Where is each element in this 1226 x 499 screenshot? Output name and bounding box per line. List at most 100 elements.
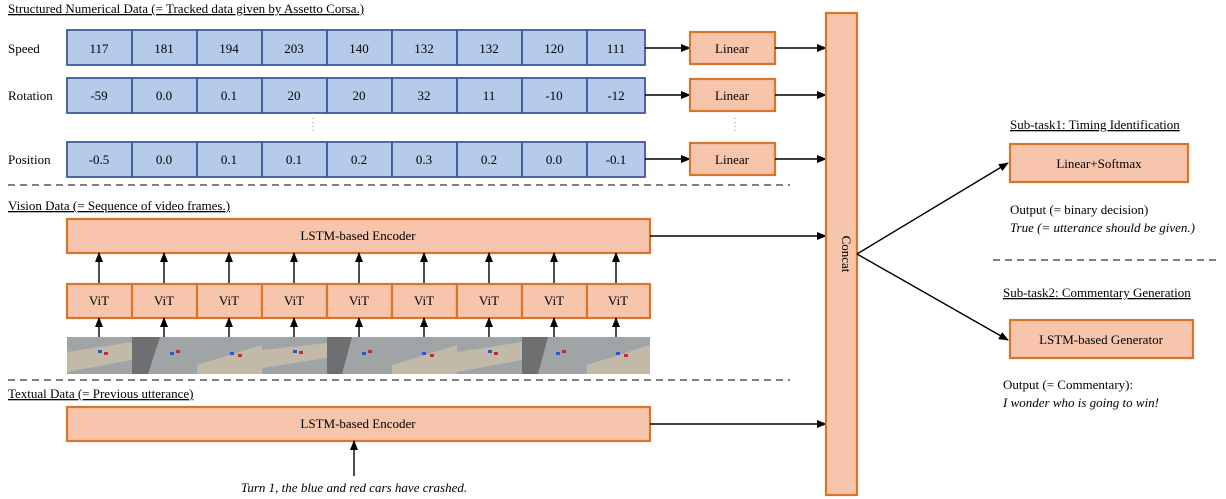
position-cell <box>66 141 133 178</box>
rotation-cell <box>456 77 523 114</box>
vit-label: ViT <box>544 293 564 308</box>
rotation-value: 20 <box>288 88 301 103</box>
rotation-row: -59 0.0 0.1 20 20 32 11 -10 -12 <box>66 77 646 114</box>
position-cell <box>586 141 646 178</box>
vit-label: ViT <box>219 293 239 308</box>
numerical-section-title: Structured Numerical Data (= Tracked dat… <box>8 1 364 16</box>
linear-label: Linear <box>715 152 750 167</box>
vit-box <box>390 282 459 320</box>
linear-label: Linear <box>715 41 750 56</box>
rotation-cell <box>261 77 328 114</box>
textual-section-title: Textual Data (= Previous utterance) <box>8 386 193 401</box>
lstm-generator-box <box>1008 318 1195 360</box>
position-value: 0.0 <box>156 152 172 167</box>
vision-encoder-label: LSTM-based Encoder <box>300 228 416 243</box>
rotation-cell <box>521 77 588 114</box>
speed-value: 117 <box>89 41 109 56</box>
textual-encoder-label: LSTM-based Encoder <box>300 416 416 431</box>
subtask2-output-text: I wonder who is going to win! <box>1002 395 1159 410</box>
linear-box-position <box>688 141 777 177</box>
vit-label: ViT <box>479 293 499 308</box>
rotation-cell <box>326 77 393 114</box>
row-label-speed: Speed <box>8 41 40 56</box>
position-value: -0.1 <box>606 152 627 167</box>
subtask1-output-label: Output (= binary decision) <box>1010 202 1148 217</box>
position-value: -0.5 <box>89 152 110 167</box>
lstm-generator-label: LSTM-based Generator <box>1039 332 1163 347</box>
subtask2-output-label: Output (= Commentary): <box>1003 377 1133 392</box>
speed-cell <box>456 29 523 66</box>
position-value: 0.0 <box>546 152 562 167</box>
vit-label: ViT <box>349 293 369 308</box>
linear-softmax-box <box>1008 142 1190 184</box>
vit-box <box>260 282 329 320</box>
rotation-value: -59 <box>90 88 107 103</box>
position-cell <box>391 141 458 178</box>
speed-value: 120 <box>544 41 564 56</box>
speed-value: 132 <box>414 41 434 56</box>
video-frames <box>67 337 650 374</box>
video-frame <box>392 337 457 374</box>
rotation-value: 11 <box>483 88 496 103</box>
rotation-value: -10 <box>545 88 562 103</box>
vit-label: ViT <box>414 293 434 308</box>
speed-cell <box>326 29 393 66</box>
row-label-position: Position <box>8 152 51 167</box>
speed-value: 181 <box>154 41 174 56</box>
vit-box <box>585 282 652 320</box>
linear-label: Linear <box>715 88 750 103</box>
rotation-value: -12 <box>607 88 624 103</box>
subtask2-title: Sub-task2: Commentary Generation <box>1003 285 1191 300</box>
position-value: 0.1 <box>286 152 302 167</box>
position-cell <box>326 141 393 178</box>
position-value: 0.1 <box>221 152 237 167</box>
subtask1-title: Sub-task1: Timing Identification <box>1010 117 1180 132</box>
position-value: 0.2 <box>351 152 367 167</box>
arrow <box>856 162 1009 255</box>
speed-value: 140 <box>349 41 369 56</box>
vit-row: ViT ViT ViT ViT ViT ViT ViT ViT ViT <box>65 282 652 320</box>
rotation-cell <box>66 77 133 114</box>
video-frame <box>327 337 392 374</box>
vit-label: ViT <box>608 293 628 308</box>
linear-box-speed <box>688 30 777 66</box>
speed-cell <box>391 29 458 66</box>
speed-cell <box>586 29 646 66</box>
video-frame <box>587 337 650 374</box>
video-frame <box>132 337 197 374</box>
video-frame <box>457 337 522 374</box>
speed-value: 111 <box>607 41 626 56</box>
vit-label: ViT <box>284 293 304 308</box>
position-value: 0.3 <box>416 152 432 167</box>
speed-cell <box>196 29 263 66</box>
arrow <box>856 253 1009 341</box>
speed-cell <box>66 29 133 66</box>
row-label-rotation: Rotation <box>8 88 53 103</box>
speed-cell <box>131 29 198 66</box>
concat-label: Concat <box>839 236 854 273</box>
rotation-cell <box>196 77 263 114</box>
position-cell <box>131 141 198 178</box>
speed-row: 117 181 194 203 140 132 132 120 111 <box>66 29 646 66</box>
vision-section-title: Vision Data (= Sequence of video frames.… <box>8 198 230 213</box>
rotation-value: 32 <box>418 88 431 103</box>
video-frame <box>67 337 132 374</box>
speed-value: 132 <box>479 41 499 56</box>
vit-label: ViT <box>154 293 174 308</box>
position-value: 0.2 <box>481 152 497 167</box>
position-cell <box>261 141 328 178</box>
speed-cell <box>521 29 588 66</box>
video-frame <box>197 337 262 374</box>
video-frame <box>522 337 587 374</box>
previous-utterance: Turn 1, the blue and red cars have crash… <box>241 480 467 495</box>
rotation-value: 20 <box>353 88 366 103</box>
rotation-value: 0.0 <box>156 88 172 103</box>
video-frame <box>262 337 327 374</box>
linear-softmax-label: Linear+Softmax <box>1056 156 1142 171</box>
subtask1-output-text: True (= utterance should be given.) <box>1010 220 1195 235</box>
position-row: -0.5 0.0 0.1 0.1 0.2 0.3 0.2 0.0 -0.1 <box>66 141 646 178</box>
speed-value: 194 <box>219 41 239 56</box>
vit-label: ViT <box>89 293 109 308</box>
speed-value: 203 <box>284 41 304 56</box>
